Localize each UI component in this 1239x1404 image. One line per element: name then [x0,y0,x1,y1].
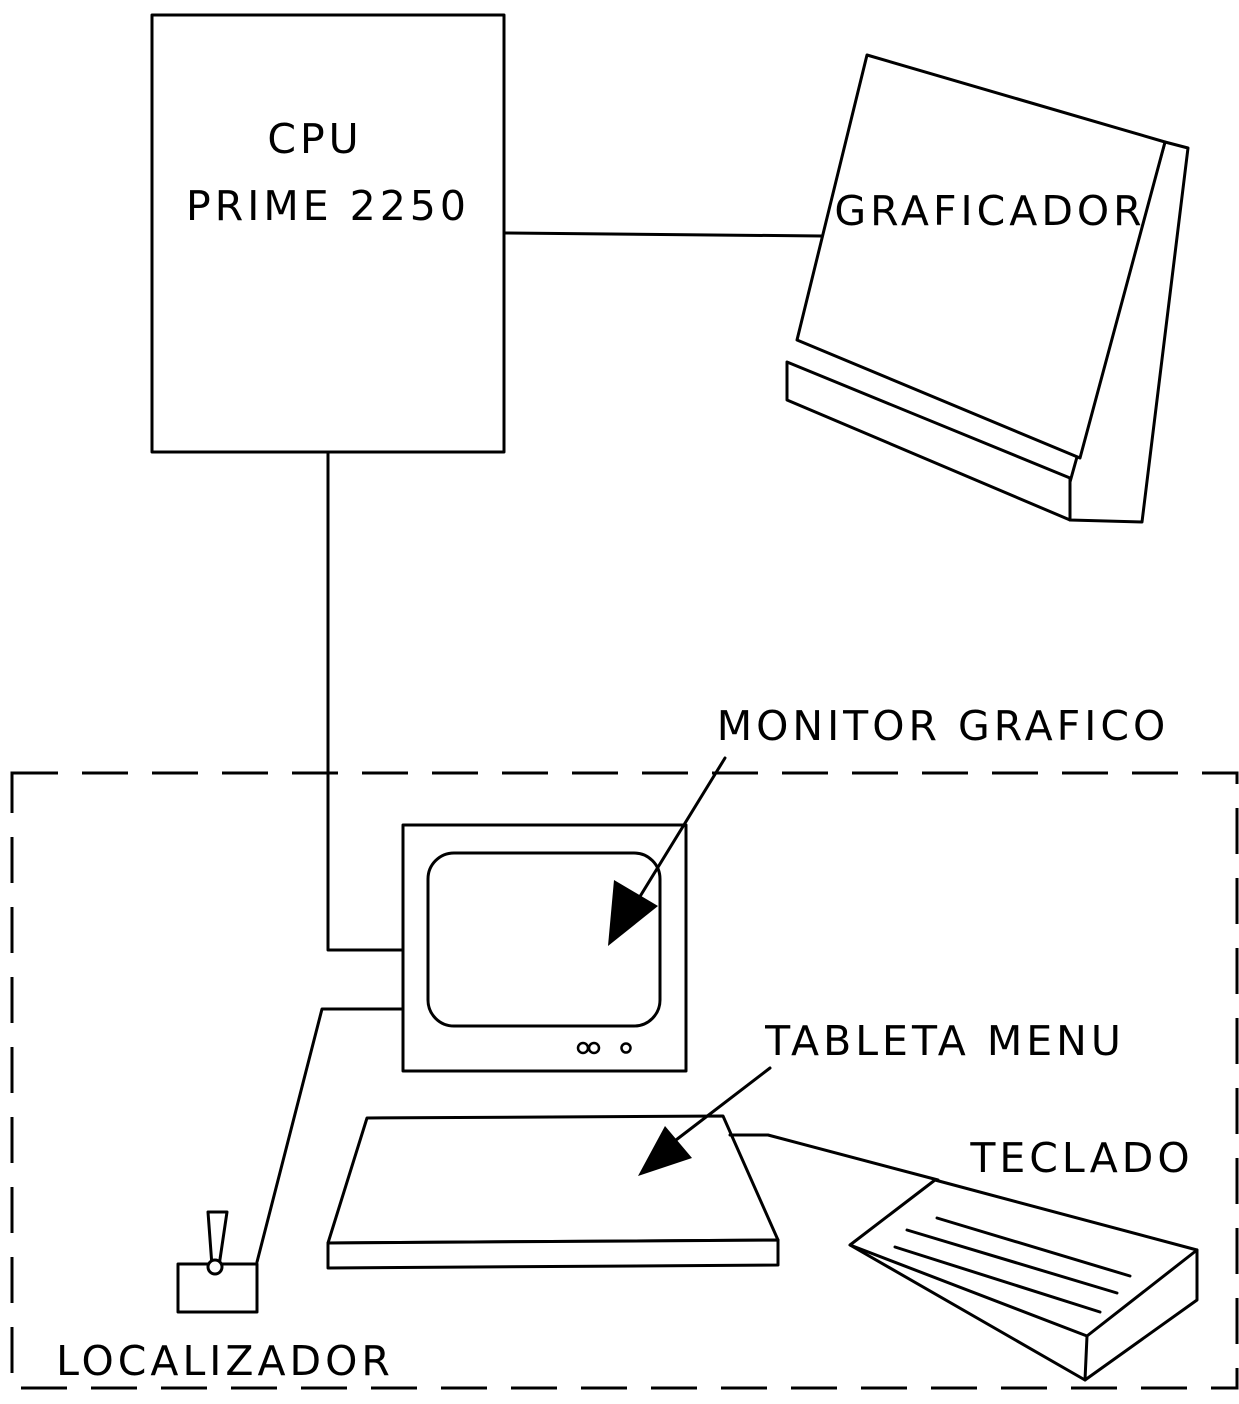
monitor-arrow-icon [608,756,727,946]
plotter: GRAFICADOR [785,53,1190,524]
cpu-model-label: PRIME 2250 [186,182,470,230]
keyboard [848,1178,1199,1382]
cpu-label: CPU [267,115,362,163]
tablet-label: TABLETA MENU [764,1017,1125,1065]
monitor-locator-cable [255,1007,405,1264]
tablet-arrow-icon [638,1066,772,1176]
locator-label: LOCALIZADOR [56,1337,394,1385]
cpu-monitor-cable [326,450,405,952]
cpu-plotter-cable [502,231,824,238]
monitor-screen [426,851,662,1028]
graphic-monitor [401,823,688,1073]
locator-joystick [176,1210,259,1314]
menu-tablet [326,1114,780,1270]
monitor-label: MONITOR GRAFICO [717,702,1169,750]
cpu-unit: CPU PRIME 2250 [150,13,506,454]
tablet-keyboard-cable [728,1133,940,1182]
workstation-boundary [10,771,1239,1390]
keyboard-label: TECLADO [969,1134,1193,1182]
plotter-label: GRAFICADOR [834,187,1145,235]
